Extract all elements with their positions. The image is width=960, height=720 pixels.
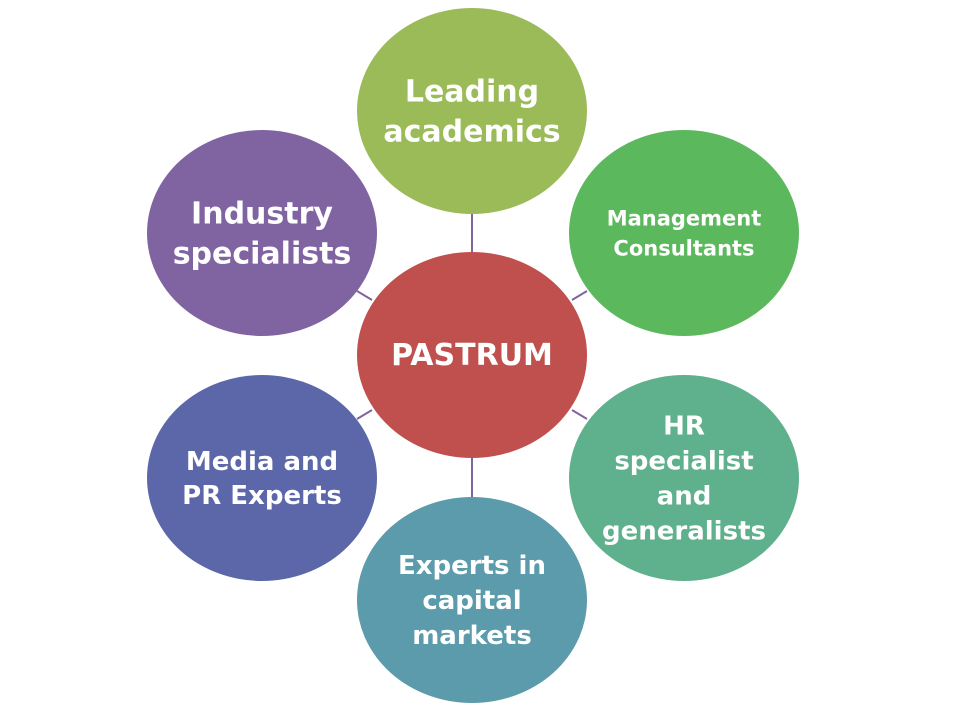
node-label-line: specialist (614, 447, 753, 477)
node-ellipse-top (357, 8, 587, 214)
connectors (356, 214, 588, 497)
node-label-line: Experts in (398, 551, 546, 581)
center-label: PASTRUM (391, 338, 553, 373)
node-top: Leading academics (357, 8, 587, 214)
node-ellipse-lower-left (147, 375, 377, 581)
center-ellipse (357, 252, 587, 458)
node-lower-right: HR specialist and generalists (569, 375, 799, 581)
node-label-line: Media and (186, 447, 338, 477)
node-label-lower-left: Media and PR Experts (182, 447, 342, 511)
node-label-upper-left: Industry specialists (173, 197, 352, 272)
node-label-line: capital (422, 586, 521, 616)
node-label-line: HR (663, 412, 705, 442)
node-label-line: Consultants (613, 236, 754, 260)
node-label-line: and (657, 482, 712, 512)
node-label-line: PR Experts (182, 481, 342, 511)
node-bottom: Experts in capital markets (357, 497, 587, 703)
node-label-lower-right: HR specialist and generalists (602, 412, 766, 547)
center-node: PASTRUM (357, 252, 587, 458)
connector-lower-right (571, 409, 588, 420)
node-upper-left: Industry specialists (147, 130, 377, 336)
node-ellipse-lower-right (569, 375, 799, 581)
node-label-line: markets (412, 621, 532, 651)
node-ellipse-upper-left (147, 130, 377, 336)
node-ellipse-bottom (357, 497, 587, 703)
node-label-line: Management (607, 206, 762, 230)
node-lower-left: Media and PR Experts (147, 375, 377, 581)
connector-upper-left (356, 290, 373, 301)
node-label-line: specialists (173, 237, 352, 272)
node-label-line: Leading (405, 75, 539, 110)
node-label-line: generalists (602, 517, 766, 547)
node-label-line: academics (383, 115, 560, 150)
node-label-line: Industry (191, 197, 333, 232)
node-label-bottom: Experts in capital markets (398, 551, 546, 651)
connector-lower-left (356, 409, 373, 420)
node-ellipse-upper-right (569, 130, 799, 336)
node-label-top: Leading academics (383, 75, 560, 150)
connector-upper-right (571, 290, 588, 301)
